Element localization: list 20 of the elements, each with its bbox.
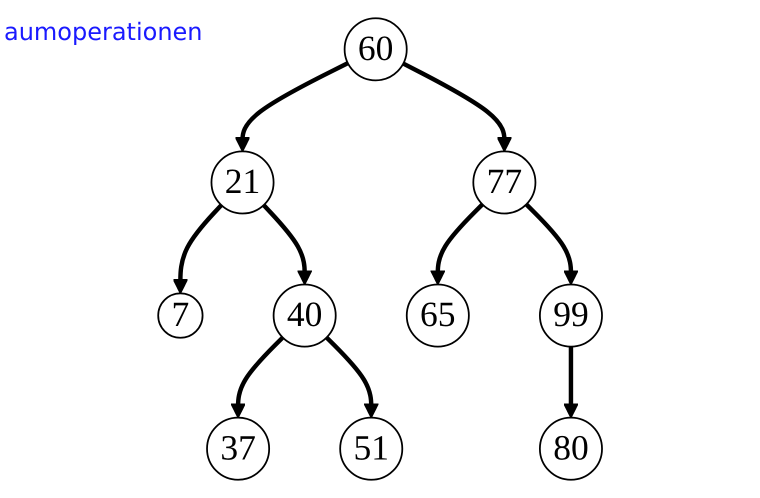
arrow (324, 336, 379, 418)
arrow (524, 202, 579, 286)
node-circle: 60 (344, 17, 408, 82)
node-circle: 21 (210, 150, 274, 214)
node-circle: 51 (339, 416, 404, 481)
node-circle: 80 (538, 416, 603, 481)
arrow (234, 61, 349, 152)
node-circle: 99 (538, 284, 603, 348)
node-circle: 65 (406, 284, 470, 348)
arrow (230, 336, 284, 418)
arrow (262, 204, 312, 286)
arrow (430, 202, 484, 286)
node-circle: 40 (272, 284, 336, 348)
arrow (172, 204, 223, 294)
arrow (563, 346, 579, 418)
node-circle: 77 (472, 150, 536, 214)
arrow (402, 62, 512, 152)
title: aumoperationen (4, 18, 203, 46)
node-circle: 7 (157, 292, 204, 339)
node-circle: 37 (206, 416, 270, 481)
